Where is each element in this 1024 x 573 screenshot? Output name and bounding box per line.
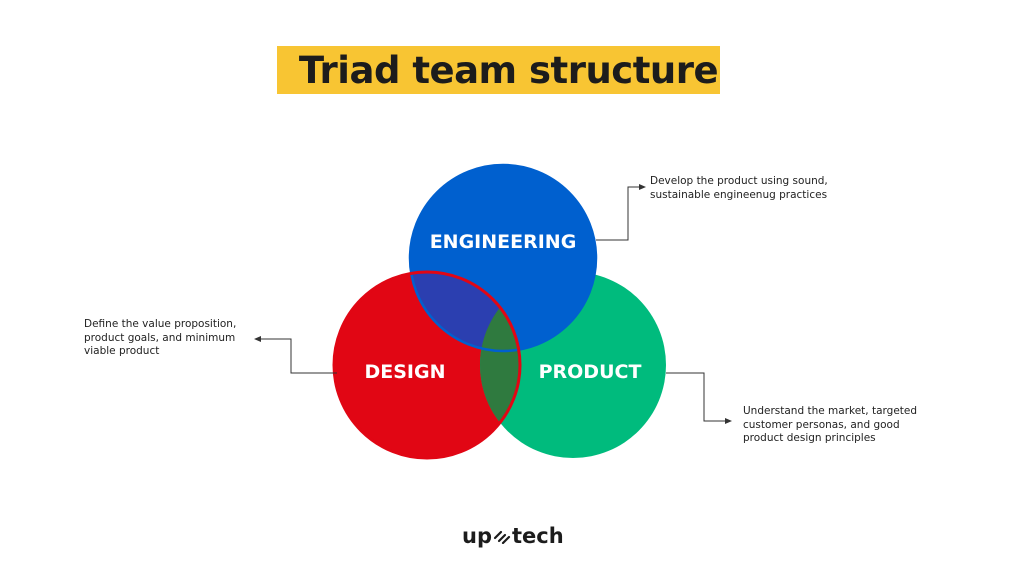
connector-arrowheads [254, 184, 732, 424]
logo-text-right: tech [511, 524, 564, 548]
product-label: PRODUCT [539, 361, 642, 383]
engineering-outline [408, 163, 598, 353]
product-note-line: Understand the market, targeted [743, 405, 918, 417]
logo-text-left: up [462, 524, 492, 548]
slash-mark-icon [493, 530, 511, 544]
connectors [258, 186, 728, 422]
title-highlight: Triad team structure [277, 46, 720, 94]
design-label: DESIGN [364, 361, 445, 383]
engineering-note-line: sustainable engineenug practices [650, 188, 828, 201]
design-outline [332, 270, 522, 460]
product-arrowhead [725, 418, 732, 424]
uptech-logo: up tech [462, 524, 564, 548]
engineering-note-line: Develop the product using sound, [650, 175, 828, 187]
product-note: Understand the market, targeted customer… [743, 405, 917, 446]
product-note-line: customer personas, and good [743, 418, 900, 431]
product-note-line: product design principles [743, 432, 876, 444]
product-connector [666, 372, 728, 422]
engineering-note: Develop the product using sound, sustain… [650, 175, 828, 202]
design-connector [258, 338, 337, 374]
design-note-line: viable product [84, 345, 160, 357]
engineering-arrowhead [639, 184, 646, 190]
engineering-label: ENGINEERING [430, 231, 577, 253]
design-note: Define the value proposition, product go… [84, 318, 236, 359]
design-note-line: product goals, and minimum [84, 331, 236, 344]
engineering-connector [596, 186, 642, 241]
page-title: Triad team structure [298, 48, 719, 92]
engineering-design-overlap [410, 272, 520, 351]
design-arrowhead [254, 336, 261, 342]
design-note-line: Define the value proposition, [84, 318, 237, 330]
